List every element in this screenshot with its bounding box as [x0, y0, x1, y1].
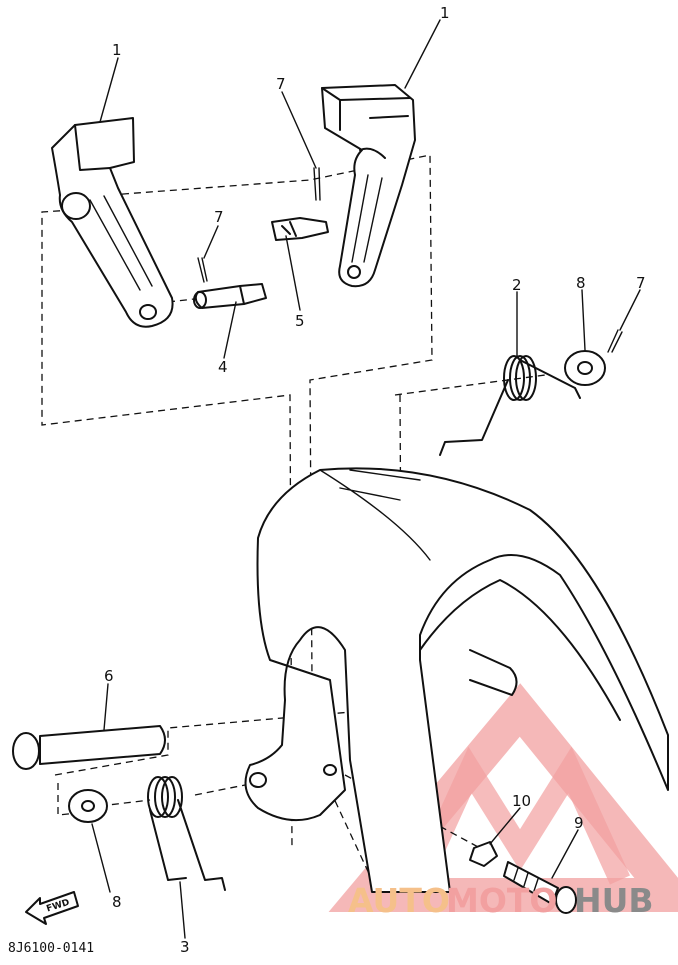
watermark-moto: MOTO	[446, 881, 557, 920]
label-part-10: 10	[512, 792, 531, 810]
washer-upper	[564, 350, 606, 386]
leader-lines	[91, 19, 641, 939]
label-part-5: 5	[295, 312, 305, 330]
watermark-hub: HUB	[574, 881, 654, 920]
fwd-arrow-icon: FWD	[25, 891, 79, 925]
spring-lower	[147, 776, 226, 891]
label-part-4: 4	[218, 358, 228, 376]
label-part-3: 3	[180, 938, 190, 956]
label-part-7-left: 7	[214, 208, 224, 226]
reference-numbers: 1 1 7 7 4 5 2 8 7 6 8 3 10 9	[104, 4, 646, 956]
label-part-8-lower: 8	[112, 893, 122, 911]
label-part-7-right: 7	[636, 274, 646, 292]
pivot-pin-6	[12, 725, 166, 770]
label-part-8-upper: 8	[576, 274, 586, 292]
cotter-pin-upper	[313, 167, 321, 201]
label-part-9: 9	[574, 814, 584, 832]
label-part-6: 6	[104, 667, 114, 685]
bolt-9	[503, 861, 577, 914]
bracket-left	[51, 117, 174, 328]
frame-housing	[244, 467, 669, 893]
label-part-1-left: 1	[112, 41, 122, 59]
clevis-pin-4	[193, 283, 267, 309]
cotter-pin-right	[607, 329, 623, 353]
watermark-text: AUTO MOTO HUB	[348, 881, 654, 920]
watermark-logo	[328, 683, 678, 912]
clevis-5	[271, 217, 329, 241]
bracket-right	[321, 84, 416, 288]
watermark-m-mark	[409, 746, 631, 885]
label-part-1-right: 1	[440, 4, 450, 22]
nut-10	[469, 841, 498, 867]
cotter-pin-left	[197, 257, 208, 283]
watermark-auto: AUTO	[348, 881, 450, 920]
washer-lower	[68, 789, 108, 823]
label-part-7-upper: 7	[276, 75, 286, 93]
label-part-2: 2	[512, 276, 522, 294]
drawing-code: 8J6100-0141	[8, 941, 94, 956]
spring-upper	[439, 355, 581, 456]
